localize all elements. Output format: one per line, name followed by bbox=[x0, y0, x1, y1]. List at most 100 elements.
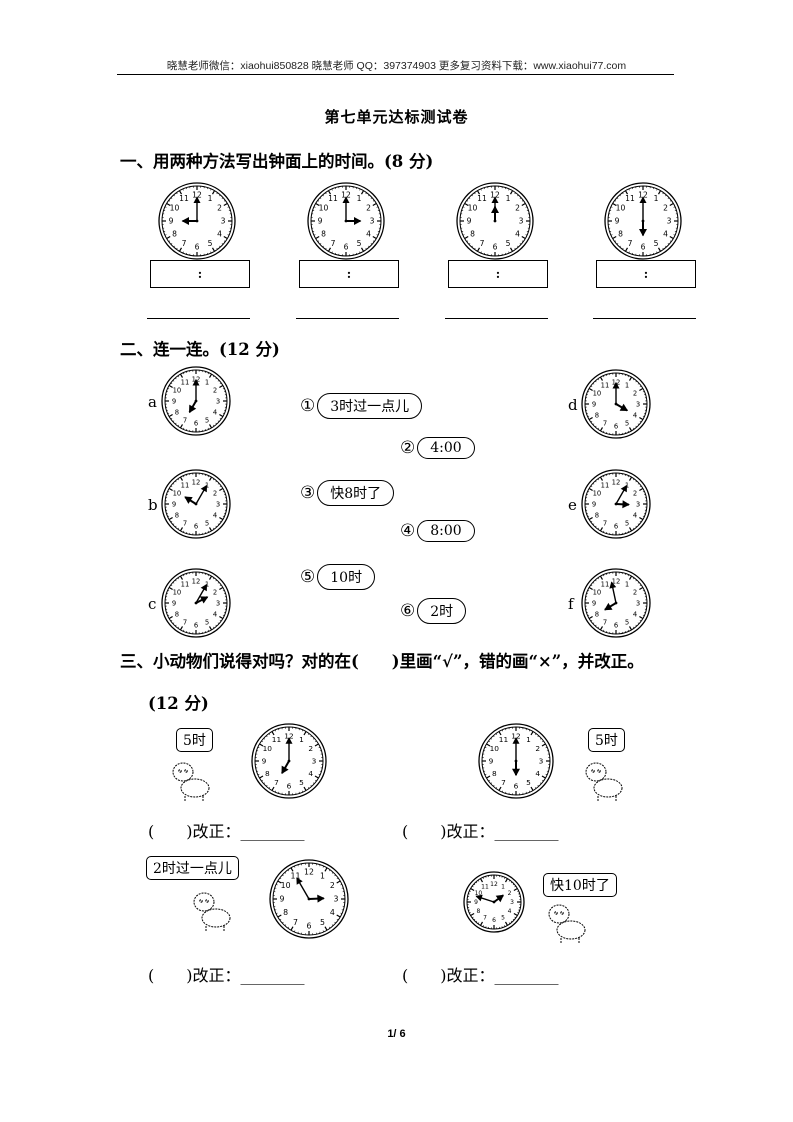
option-label: 8:00 bbox=[417, 520, 475, 542]
section3-points: (12 分) bbox=[148, 694, 209, 713]
svg-text:10: 10 bbox=[173, 588, 182, 596]
svg-text:1: 1 bbox=[625, 481, 629, 489]
correction-answer[interactable]: ( )改正：________ bbox=[402, 822, 559, 841]
svg-text:4: 4 bbox=[633, 511, 637, 519]
option-number: ⑤ bbox=[300, 567, 316, 587]
svg-text:6: 6 bbox=[344, 243, 349, 252]
time-answer-box[interactable]: : bbox=[596, 260, 696, 288]
header-divider bbox=[117, 74, 674, 75]
svg-text:2: 2 bbox=[633, 588, 637, 596]
correction-answer[interactable]: ( )改正：________ bbox=[402, 966, 559, 985]
correction-answer[interactable]: ( )改正：________ bbox=[148, 966, 305, 985]
speech-bubble: 5时 bbox=[588, 728, 625, 752]
svg-text:11: 11 bbox=[601, 580, 610, 588]
svg-text:4: 4 bbox=[633, 610, 637, 618]
svg-text:4: 4 bbox=[308, 769, 313, 778]
svg-text:3: 3 bbox=[370, 217, 375, 226]
svg-text:10: 10 bbox=[593, 588, 602, 596]
page-header: 晓慧老师微信：xiaohui850828 晓慧老师 QQ：397374903 更… bbox=[166, 60, 627, 72]
svg-text:8: 8 bbox=[172, 230, 177, 239]
speech-bubble: 2时过一点儿 bbox=[146, 856, 239, 880]
speech-bubble: 快10时了 bbox=[543, 873, 617, 897]
svg-text:5: 5 bbox=[299, 778, 304, 787]
clock-label-b: b bbox=[148, 496, 158, 514]
svg-text:1: 1 bbox=[501, 884, 505, 891]
svg-text:12: 12 bbox=[638, 191, 648, 200]
svg-text:9: 9 bbox=[262, 757, 267, 766]
svg-text:9: 9 bbox=[280, 895, 285, 904]
svg-text:12: 12 bbox=[192, 191, 202, 200]
svg-text:3: 3 bbox=[519, 217, 524, 226]
svg-text:9: 9 bbox=[474, 899, 478, 906]
svg-text:2: 2 bbox=[213, 489, 217, 497]
svg-text:11: 11 bbox=[291, 871, 301, 880]
option-number: ① bbox=[300, 396, 316, 416]
answer-underline[interactable] bbox=[296, 318, 399, 319]
svg-text:6: 6 bbox=[641, 243, 646, 252]
svg-text:8: 8 bbox=[175, 610, 179, 618]
svg-text:12: 12 bbox=[341, 191, 351, 200]
svg-text:7: 7 bbox=[628, 239, 633, 248]
svg-text:8: 8 bbox=[492, 769, 497, 778]
svg-text:2: 2 bbox=[213, 588, 217, 596]
svg-text:5: 5 bbox=[501, 915, 505, 922]
answer-underline[interactable] bbox=[593, 318, 696, 319]
clock-label-a: a bbox=[148, 393, 157, 411]
deer-illustration bbox=[541, 900, 591, 945]
svg-text:10: 10 bbox=[616, 204, 626, 213]
svg-text:6: 6 bbox=[614, 621, 618, 629]
svg-text:5: 5 bbox=[205, 618, 209, 626]
svg-text:3: 3 bbox=[539, 757, 544, 766]
answer-underline[interactable] bbox=[147, 318, 250, 319]
svg-text:7: 7 bbox=[274, 778, 279, 787]
dog-illustration bbox=[165, 758, 215, 803]
svg-text:2: 2 bbox=[330, 881, 335, 890]
svg-text:7: 7 bbox=[480, 239, 485, 248]
svg-text:3: 3 bbox=[667, 217, 672, 226]
svg-text:6: 6 bbox=[492, 917, 496, 924]
svg-text:6: 6 bbox=[194, 419, 198, 427]
svg-text:5: 5 bbox=[320, 918, 325, 927]
svg-text:9: 9 bbox=[169, 217, 174, 226]
svg-text:3: 3 bbox=[334, 895, 339, 904]
correction-answer[interactable]: ( )改正：________ bbox=[148, 822, 305, 841]
svg-text:4: 4 bbox=[515, 230, 520, 239]
svg-text:2: 2 bbox=[366, 204, 371, 213]
svg-text:8: 8 bbox=[595, 610, 599, 618]
time-answer-box[interactable]: : bbox=[448, 260, 548, 288]
svg-text:2: 2 bbox=[633, 389, 637, 397]
svg-text:1: 1 bbox=[299, 735, 304, 744]
svg-text:2: 2 bbox=[515, 204, 520, 213]
svg-text:8: 8 bbox=[618, 230, 623, 239]
svg-text:11: 11 bbox=[601, 481, 610, 489]
answer-underline[interactable] bbox=[445, 318, 548, 319]
cat-illustration bbox=[578, 758, 628, 803]
time-answer-box[interactable]: : bbox=[299, 260, 399, 288]
svg-text:3: 3 bbox=[510, 899, 514, 906]
page-title: 第七单元达标测试卷 bbox=[324, 108, 469, 126]
svg-text:12: 12 bbox=[192, 478, 201, 486]
svg-text:9: 9 bbox=[172, 599, 176, 607]
svg-text:8: 8 bbox=[595, 411, 599, 419]
svg-text:11: 11 bbox=[481, 884, 489, 891]
svg-text:6: 6 bbox=[614, 422, 618, 430]
svg-text:12: 12 bbox=[192, 577, 201, 585]
svg-text:4: 4 bbox=[508, 908, 512, 915]
time-answer-box[interactable]: : bbox=[150, 260, 250, 288]
svg-text:7: 7 bbox=[293, 918, 298, 927]
svg-text:1: 1 bbox=[357, 194, 362, 203]
